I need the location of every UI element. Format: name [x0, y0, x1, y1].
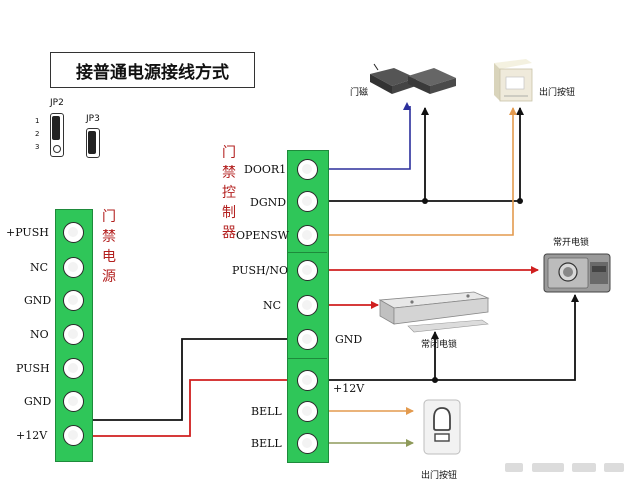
jp3-cap: [88, 131, 96, 154]
jp2-pin: [53, 145, 61, 153]
jp3-label: JP3: [86, 114, 100, 124]
normally-closed-lock-device: [378, 290, 490, 338]
power-terminal-label: NO: [30, 328, 49, 341]
controller-terminal-label: OPENSW: [236, 229, 289, 242]
door-sensor-device: [368, 62, 458, 100]
controller-terminal-nc-screw: [297, 295, 318, 316]
power-terminal-label: +12V: [16, 429, 48, 442]
controller-label: 门 禁 控 制 器: [222, 145, 236, 241]
exit-button-top-device: [490, 57, 536, 103]
power-terminal-nc-screw: [63, 257, 84, 278]
power-terminal-gnd2-screw: [63, 391, 84, 412]
power-terminal-label: PUSH: [16, 362, 50, 375]
wire-power-12v-to-controller-12v: [73, 379, 307, 437]
power-terminal-label: +PUSH: [6, 226, 49, 239]
controller-terminal-door1-screw: [297, 159, 318, 180]
watermark-block: [505, 463, 523, 472]
junction-dgnd-1: [422, 198, 428, 204]
controller-terminal-dgnd-screw: [297, 191, 318, 212]
controller-terminal-label: NC: [263, 299, 282, 312]
power-terminal-label: NC: [30, 261, 49, 274]
door-sensor-label: 门磁: [350, 88, 369, 98]
power-supply-label: 门 禁 电 源: [102, 209, 116, 285]
controller-terminal-opensw-screw: [297, 225, 318, 246]
watermark-block: [532, 463, 564, 472]
normally-open-lock-device: [542, 250, 612, 295]
controller-divider: [287, 252, 327, 253]
controller-terminal-bell2-screw: [297, 433, 318, 454]
jp2-label: JP2: [50, 98, 64, 108]
controller-terminal-label: BELL: [251, 437, 282, 450]
junction-dgnd-2: [517, 198, 523, 204]
exit-button-bottom-label: 出门按钮: [421, 471, 458, 481]
controller-terminal-gnd-screw: [297, 329, 318, 350]
jp2-pin-2-label: 2: [35, 130, 40, 138]
wire-dgnd-to-exit-button: [425, 107, 524, 202]
controller-terminal-label: DOOR1: [244, 163, 287, 176]
power-terminal-label: GND: [24, 395, 52, 408]
power-terminal-no-screw: [63, 324, 84, 345]
controller-terminal-label: GND: [335, 333, 363, 346]
power-terminal-12v-screw: [63, 425, 84, 446]
junction-12v: [432, 377, 438, 383]
controller-terminal-label: +12V: [333, 382, 365, 395]
controller-terminal-12v-screw: [297, 370, 318, 391]
power-terminal-push-plus-screw: [63, 222, 84, 243]
jp3-jumper: [86, 128, 100, 158]
diagram-title: 接普通电源接线方式: [50, 52, 255, 88]
power-terminal-label: GND: [24, 294, 52, 307]
wire-opensw-to-exit-button: [307, 107, 517, 236]
jp2-jumper: [50, 113, 64, 157]
controller-terminal-push-no-screw: [297, 260, 318, 281]
power-terminal-gnd-screw: [63, 290, 84, 311]
controller-terminal-bell1-screw: [297, 401, 318, 422]
open-lock-label: 常开电锁: [553, 238, 590, 248]
jp2-pin-3-label: 3: [35, 143, 40, 151]
exit-button-bottom-device: [422, 398, 464, 456]
controller-divider: [287, 358, 327, 359]
controller-terminal-label: DGND: [250, 196, 287, 209]
wire-12v-to-locks: [307, 294, 579, 381]
closed-lock-label: 常闭电锁: [421, 340, 458, 350]
watermark-block: [604, 463, 624, 472]
wire-door1-to-door-sensor: [307, 102, 411, 170]
controller-terminal-label: PUSH/NO: [232, 264, 288, 277]
power-terminal-push-screw: [63, 358, 84, 379]
exit-button-top-label: 出门按钮: [539, 88, 576, 98]
watermark-block: [572, 463, 596, 472]
controller-terminal-label: BELL: [251, 405, 282, 418]
jp2-pin-1-label: 1: [35, 117, 40, 125]
jp2-cap: [52, 116, 60, 140]
